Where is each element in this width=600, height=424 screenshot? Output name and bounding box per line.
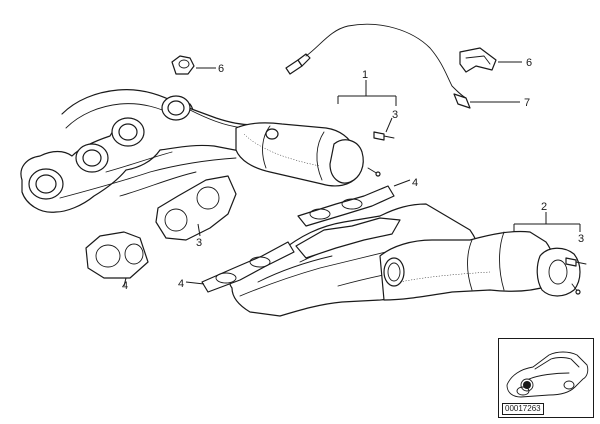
cable-clip[interactable] [459, 47, 497, 73]
callout-2: 2 [541, 201, 547, 213]
callout-leaders [123, 61, 581, 287]
exhaust-manifold-rear[interactable] [20, 89, 364, 213]
gasket-front-lower[interactable] [201, 241, 295, 293]
hex-nut[interactable] [171, 55, 195, 75]
callout-6-clip: 6 [526, 57, 532, 69]
callout-7: 7 [524, 97, 530, 109]
gasket-center[interactable] [155, 175, 237, 241]
oxygen-sensor[interactable] [285, 23, 471, 109]
bolt-front[interactable] [565, 257, 587, 267]
callout-4-upper-right: 4 [412, 177, 418, 189]
callout-4-lower: 4 [178, 278, 184, 290]
callout-3-middle: 3 [196, 237, 202, 249]
callout-4-left: 4 [122, 280, 128, 292]
callout-6-nut: 6 [218, 63, 224, 75]
car-outline [506, 351, 589, 398]
stud-front[interactable] [571, 283, 581, 295]
callout-3-front: 3 [578, 233, 584, 245]
catalog-code-label: 00017263 [502, 403, 544, 415]
callout-3-rear: 3 [392, 109, 398, 121]
gasket-front-upper[interactable] [297, 185, 395, 227]
gasket-rear[interactable] [85, 231, 149, 279]
vehicle-locator-thumbnail: 00017263 [498, 338, 594, 418]
callout-1: 1 [362, 69, 368, 81]
stud-rear[interactable] [367, 167, 381, 177]
bolt-rear[interactable] [373, 131, 395, 141]
exhaust-manifold-front[interactable] [229, 203, 581, 317]
